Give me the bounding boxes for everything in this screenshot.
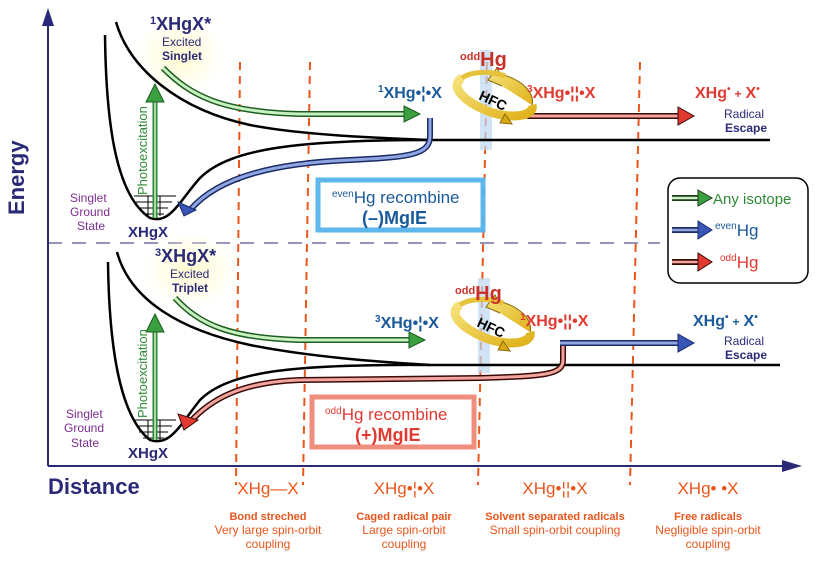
region-desc1: Negligible spin-orbit: [655, 523, 761, 537]
ground-state-line1: Singlet: [66, 407, 103, 421]
region-divider-2: [302, 61, 311, 486]
hfc-cycle-icon: [452, 67, 537, 125]
region-title: Free radicals: [674, 511, 742, 523]
legend-item-any-isotope: Any isotope: [672, 189, 791, 208]
region-solvent-separated: XHg•¦¦•X Solvent separated radicals Smal…: [485, 479, 624, 537]
photoexcitation-arrowhead: [145, 312, 165, 333]
region-desc1: Small spin-orbit coupling: [490, 523, 621, 537]
region-desc1: Very large spin-orbit: [215, 523, 322, 537]
ground-state-line2: Ground: [70, 205, 110, 219]
odd-hg-escape-arrowhead: [677, 106, 696, 126]
legend-label-any-isotope: Any isotope: [713, 191, 791, 208]
escape-label-line1: Radical: [724, 334, 764, 348]
distance-axis-arrowhead: [782, 460, 802, 472]
converted-pair-species: 1XHg•¦¦•X: [520, 312, 589, 330]
ground-state-line3: State: [71, 436, 99, 450]
odd-hg-recombine-line2: (+)MgIE: [355, 425, 421, 445]
ground-state-line3: State: [77, 219, 105, 233]
ground-state-species: XHgX: [128, 224, 168, 241]
excited-singlet-line2: Singlet: [162, 49, 202, 63]
excited-triplet-line2: Triplet: [172, 281, 208, 295]
even-hg-recombination-arrowhead: [177, 201, 198, 217]
hfc-highlight: [480, 50, 492, 150]
legend-item-even-hg: evenHg: [672, 220, 758, 240]
escape-label-line1: Radical: [724, 107, 764, 121]
legend-item-odd-hg: oddHg: [672, 252, 758, 272]
excited-triplet-line1: Excited: [170, 267, 209, 281]
caged-pair-species: 1XHg•¦•X: [378, 84, 442, 102]
ground-state-species: XHgX: [128, 445, 168, 462]
even-hg-recombine-box: [315, 177, 486, 233]
energy-axis-arrowhead: [42, 8, 54, 26]
region-caged-radical-pair: XHg•¦•X Caged radical pair Large spin-or…: [356, 479, 452, 551]
region-free-radicals: XHg• •X Free radicals Negligible spin-or…: [655, 479, 761, 551]
even-hg-recombine-line1: evenHg recombine: [332, 188, 460, 207]
odd-hg-recombination-arrowhead: [177, 413, 200, 431]
excited-state-potential-curve: [114, 21, 431, 142]
photoexcitation-label: Photoexcitation: [135, 106, 150, 195]
escape-label-line2: Escape: [725, 121, 767, 135]
hfc-isotope-label: oddHg: [455, 283, 502, 305]
region-labels: XHg—X Bond streched Very large spin-orbi…: [215, 479, 762, 551]
legend-label-odd-hg: oddHg: [720, 253, 758, 272]
green-arrow-icon: [697, 189, 714, 207]
region-divider-4: [629, 61, 641, 486]
energy-axis-label: Energy: [4, 140, 29, 215]
excited-state-potential-curve: [115, 251, 431, 367]
region-desc1: Large spin-orbit: [362, 523, 446, 537]
legend: Any isotope evenHg oddHg: [667, 177, 809, 284]
converted-pair-species: 3XHg•¦¦•X: [527, 84, 596, 102]
green-transfer-arrowhead: [408, 331, 427, 349]
excited-triplet-glow: [142, 232, 238, 308]
blue-arrow-icon: [697, 220, 713, 240]
even-hg-escape-arrowhead: [677, 333, 696, 353]
photoexcitation-label: Photoexcitation: [135, 329, 150, 418]
red-arrow-icon: [697, 252, 713, 272]
odd-hg-recombine-box: [309, 394, 477, 450]
caged-pair-species: 3XHg•¦•X: [375, 314, 439, 332]
even-hg-recombine-line2: (–)MgIE: [362, 208, 427, 228]
region-species: XHg•¦•X: [374, 479, 435, 498]
region-desc2: coupling: [246, 537, 291, 551]
excited-singlet-species: 1XHgX*: [150, 14, 211, 34]
region-species: XHg• •X: [677, 479, 738, 498]
region-title: Caged radical pair: [356, 511, 452, 523]
escape-products: XHg•+X•: [693, 312, 758, 330]
upper-panel: Photoexcitation HFC oddHg 1XHgX* Excited: [70, 14, 770, 241]
escape-label-line2: Escape: [725, 348, 767, 362]
region-title: Bond streched: [229, 511, 306, 523]
region-species: XHg—X: [237, 479, 298, 498]
excited-triplet-species: 3XHgX*: [155, 246, 216, 266]
ground-state-line1: Singlet: [70, 191, 107, 205]
escape-products: XHg•+X•: [695, 84, 760, 102]
distance-axis-label: Distance: [48, 474, 140, 499]
green-transfer-arrowhead: [403, 105, 422, 123]
region-title: Solvent separated radicals: [485, 511, 624, 523]
hfc-cycle-icon: [450, 294, 535, 352]
excited-singlet-glow: [135, 15, 225, 95]
lower-panel: Photoexcitation HFC oddHg 3XHgX* Excited…: [64, 232, 780, 462]
region-species: XHg•¦¦•X: [522, 479, 587, 498]
region-bond-stretched: XHg—X Bond streched Very large spin-orbi…: [215, 479, 322, 551]
region-desc2: coupling: [382, 537, 427, 551]
ground-state-line2: Ground: [64, 421, 104, 435]
excited-singlet-line1: Excited: [162, 35, 201, 49]
photoexcitation-arrowhead: [145, 82, 165, 103]
legend-label-even-hg: evenHg: [715, 221, 758, 240]
region-divider-1: [235, 61, 241, 486]
region-desc2: coupling: [686, 537, 731, 551]
hfc-isotope-label: oddHg: [460, 49, 507, 71]
odd-hg-recombine-line1: oddHg recombine: [325, 405, 448, 424]
